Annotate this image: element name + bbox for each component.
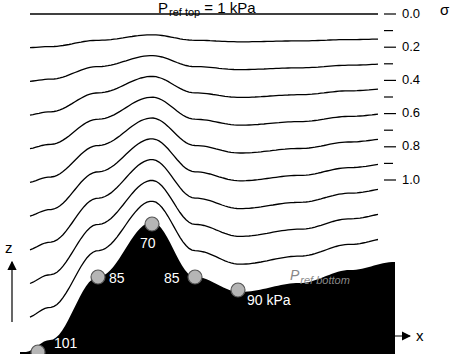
sigma-lines [30,14,378,317]
label: 0.6 [402,106,420,119]
tick [384,130,393,131]
sigma-ticks [384,14,396,180]
label: 0.0 [402,7,420,20]
sigma-line [30,35,378,48]
sigma-line [30,76,378,115]
label: 0.2 [402,40,420,53]
label: x [416,328,424,343]
sigma-line [30,201,378,317]
tick [384,113,396,114]
sigma-line [30,56,378,82]
tick [384,163,393,164]
z-axis [11,262,12,322]
pressure-points [31,217,245,354]
tick [384,47,396,48]
tick [384,63,393,64]
label: ref bottom [300,275,350,286]
pressure-dot [91,270,105,284]
tick [384,146,396,147]
label: = 1 kPa [204,0,255,15]
label: 1.0 [402,173,420,186]
label: σ [440,2,449,17]
tick [384,30,393,31]
sigma-line [30,139,378,216]
label: 0.4 [402,73,420,86]
mountain [20,222,395,354]
pressure-dot [188,270,202,284]
label: 85 [109,271,125,285]
sigma-line [30,181,378,284]
label: z [5,240,13,255]
label: 90 kPa [247,293,291,307]
label: ref top [169,7,200,18]
label: 101 [54,336,77,350]
x-axis [352,335,410,336]
pressure-dot [231,283,245,297]
label: 0.8 [402,139,420,152]
tick [384,80,396,81]
pressure-dot [31,345,45,354]
pressure-dot [145,217,159,231]
label: P [158,0,168,15]
tick [384,13,396,14]
label: P [290,268,299,282]
terrain [20,222,395,354]
label: 85 [164,271,180,285]
sigma-line [30,97,378,149]
tick [384,179,396,180]
tick [384,96,393,97]
label: 70 [140,236,156,250]
sigma-line [30,13,378,14]
